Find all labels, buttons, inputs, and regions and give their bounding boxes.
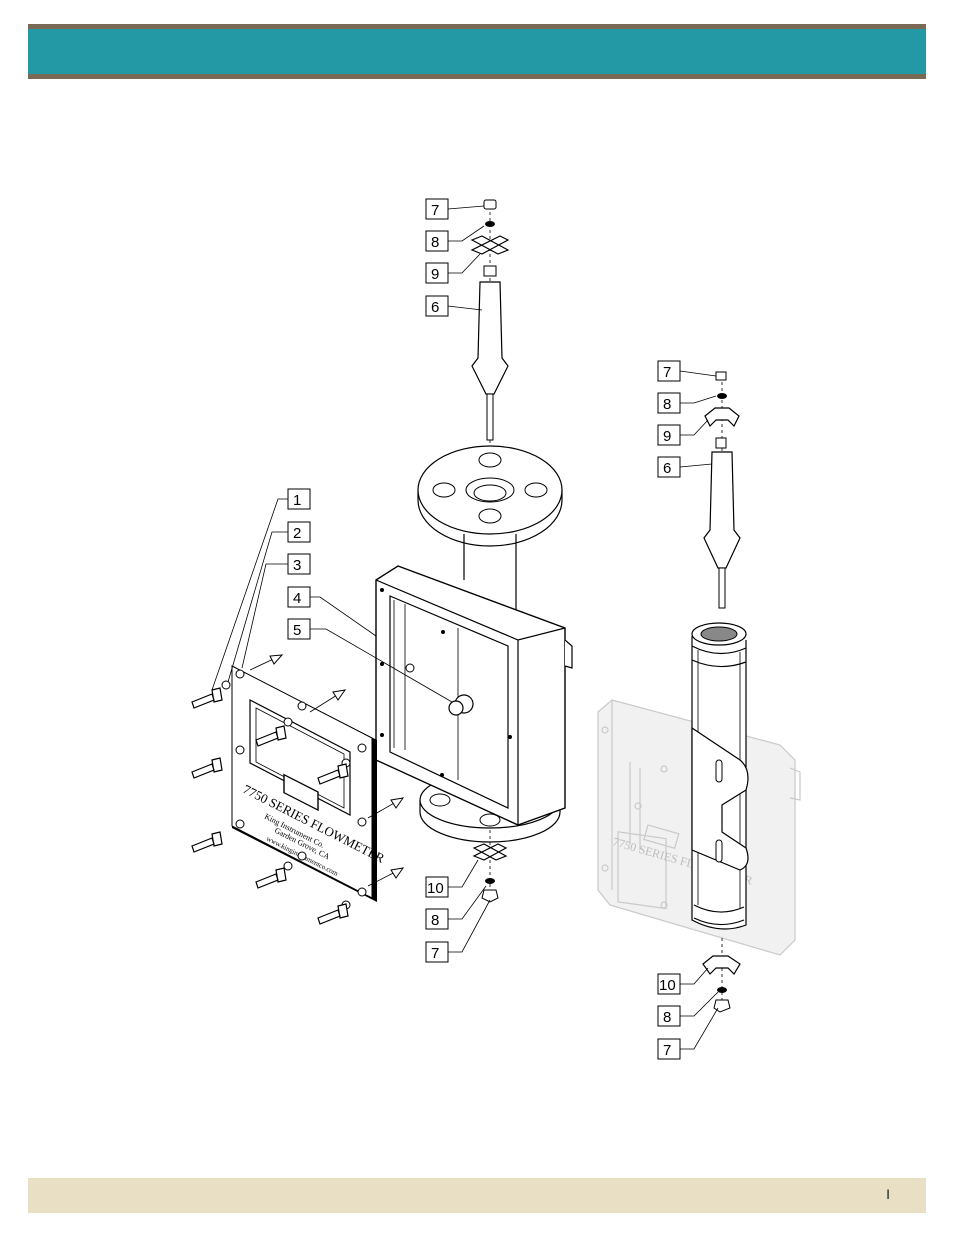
svg-text:7: 7 <box>663 364 671 381</box>
callout-8-bottom-center: 8 <box>426 909 448 929</box>
callout-10-bottom-right: 10 <box>658 974 680 994</box>
callout-5: 5 <box>288 619 310 639</box>
callout-8-top-right: 8 <box>658 393 680 413</box>
page-footer-bar: I <box>28 1178 926 1213</box>
svg-text:7: 7 <box>431 202 439 219</box>
housing-box <box>376 566 572 825</box>
svg-text:5: 5 <box>293 622 301 639</box>
svg-text:10: 10 <box>659 977 676 994</box>
top-flange <box>418 446 562 546</box>
right-float-stack-top <box>704 372 740 608</box>
callout-3: 3 <box>288 554 310 574</box>
callout-10-bottom-center: 10 <box>426 877 448 897</box>
callout-4: 4 <box>288 587 310 607</box>
callout-6-top-right: 6 <box>658 457 680 477</box>
callout-7-top-right: 7 <box>658 361 680 381</box>
svg-text:8: 8 <box>431 912 439 929</box>
center-float-stack-top <box>472 200 508 470</box>
callout-8-top-center: 8 <box>426 231 448 251</box>
callout-7-bottom-center: 7 <box>426 942 448 962</box>
callout-2: 2 <box>288 522 310 542</box>
svg-text:8: 8 <box>431 234 439 251</box>
svg-text:8: 8 <box>663 396 671 413</box>
page-marker: I <box>886 1186 890 1202</box>
svg-text:6: 6 <box>431 299 439 316</box>
svg-text:9: 9 <box>663 428 671 445</box>
svg-text:4: 4 <box>293 590 301 607</box>
callout-9-top-center: 9 <box>426 263 448 283</box>
callout-9-top-right: 9 <box>658 425 680 445</box>
svg-text:3: 3 <box>293 557 301 574</box>
callout-8-bottom-right: 8 <box>658 1006 680 1026</box>
svg-text:2: 2 <box>293 525 301 542</box>
svg-text:1: 1 <box>293 492 301 509</box>
callout-6-top-center: 6 <box>426 296 448 316</box>
svg-text:7: 7 <box>431 945 439 962</box>
callout-1: 1 <box>288 489 310 509</box>
svg-text:6: 6 <box>663 460 671 477</box>
callout-7-top-center: 7 <box>426 199 448 219</box>
svg-text:9: 9 <box>431 266 439 283</box>
faceplate: 7750 SERIES FLOWMETER King Instrument Co… <box>222 666 387 909</box>
svg-text:7: 7 <box>663 1042 671 1059</box>
svg-text:8: 8 <box>663 1009 671 1026</box>
right-tube <box>692 623 748 929</box>
callout-7-bottom-right: 7 <box>658 1039 680 1059</box>
svg-text:10: 10 <box>427 880 444 897</box>
